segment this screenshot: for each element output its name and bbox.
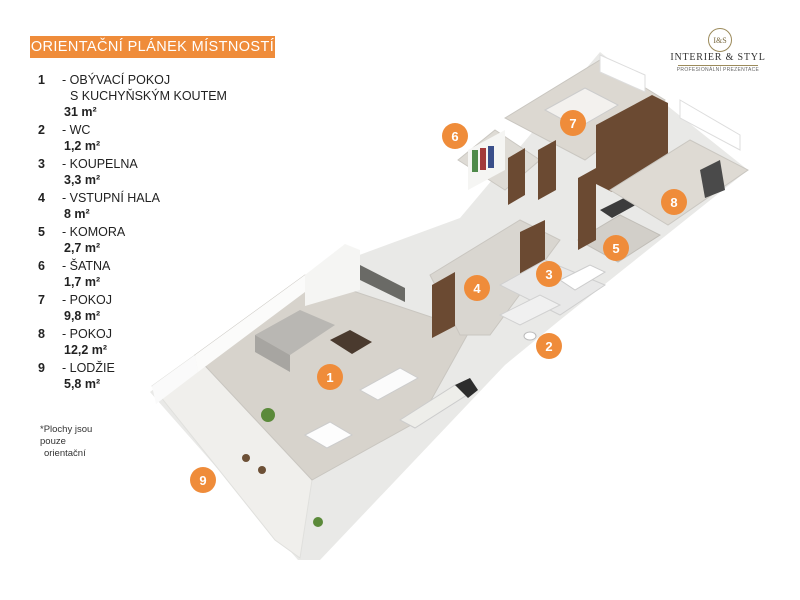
legend-room-name: - POKOJ (62, 327, 113, 341)
page-title: ORIENTAČNÍ PLÁNEK MÍSTNOSTÍ (30, 36, 275, 58)
legend-room-area: 3,3 m² (64, 173, 101, 187)
plant-icon (313, 517, 323, 527)
hall-door (432, 272, 455, 338)
badge-label: 7 (569, 116, 576, 131)
desk-chair (700, 160, 725, 198)
clothes-icon (488, 146, 494, 168)
legend-number: 1 (38, 73, 45, 87)
legend-room-area: 5,8 m² (64, 377, 101, 391)
room-badge-1: 1 (317, 364, 343, 390)
legend-room-area: 12,2 m² (64, 343, 108, 357)
legend-item-8: 8 - POKOJ 12,2 m² (38, 326, 238, 358)
legend-item-2: 2 - WC 1,2 m² (38, 122, 238, 154)
legend-item-5: 5 - KOMORA 2,7 m² (38, 224, 238, 256)
badge-label: 3 (545, 267, 552, 282)
loggia-floor (151, 354, 313, 559)
sofa-side (255, 335, 290, 372)
legend-item-1: 1 - OBÝVACÍ POKOJ S KUCHYŇSKÝM KOUTEM 31… (38, 72, 238, 120)
logo-tagline: PROFESIONÁLNÍ PREZENTACE (676, 67, 760, 73)
disclaimer-line: orientační (44, 448, 86, 459)
badge-label: 6 (451, 129, 458, 144)
wardrobe-wall (468, 130, 505, 190)
legend-room-name: - LODŽIE (62, 361, 115, 375)
toilet (523, 331, 537, 341)
legend-number: 4 (38, 191, 45, 205)
room-badge-6: 6 (442, 123, 468, 149)
legend-room-name: - OBÝVACÍ POKOJ (62, 73, 171, 87)
legend-room-name: - VSTUPNÍ HALA (62, 191, 160, 205)
legend-room-area: 8 m² (64, 207, 90, 221)
legend-room-area: 1,7 m² (64, 275, 101, 289)
room-badge-2: 2 (536, 333, 562, 359)
legend-room-area: 2,7 m² (64, 241, 101, 255)
room-badge-7: 7 (560, 110, 586, 136)
company-logo: I&S INTERIER & STYL PROFESIONÁLNÍ PREZEN… (668, 28, 768, 74)
legend-room-area: 31 m² (64, 105, 97, 119)
oven (455, 378, 478, 398)
legend-number: 2 (38, 123, 45, 137)
legend-number: 6 (38, 259, 45, 273)
badge-label: 9 (199, 473, 206, 488)
room-badge-3: 3 (536, 261, 562, 287)
legend-room-area: 9,8 m² (64, 309, 101, 323)
legend-room-name: - POKOJ (62, 293, 113, 307)
badge-label: 4 (473, 281, 481, 296)
badge-label: 8 (670, 195, 677, 210)
living-room-wall (305, 244, 360, 306)
legend-room-name: - KOMORA (62, 225, 126, 239)
legend-room-name: - ŠATNA (62, 259, 111, 273)
legend-item-9: 9 - LODŽIE 5,8 m² (38, 360, 238, 392)
area-disclaimer: *Plochy jsou pouze orientační (40, 424, 120, 460)
legend-room-name: - WC (62, 123, 91, 137)
logo-monogram-text: I&S (713, 36, 726, 45)
plant-icon (261, 408, 275, 422)
disclaimer-line: *Plochy jsou pouze (40, 424, 93, 447)
living-room-wall-front (195, 275, 305, 372)
logo-monogram-icon: I&S (708, 28, 732, 52)
wc-floor (498, 294, 562, 326)
room-badge-5: 5 (603, 235, 629, 261)
legend-number: 8 (38, 327, 45, 341)
legend-number: 3 (38, 157, 45, 171)
legend-item-3: 3 - KOUPELNA 3,3 m² (38, 156, 238, 188)
legend-room-name-continued: S KUCHYŇSKÝM KOUTEM (70, 89, 227, 103)
coffee-table (330, 330, 372, 354)
dining-table (303, 421, 354, 449)
logo-divider (678, 65, 758, 66)
bedroom-door (578, 168, 596, 250)
wardrobe-door (508, 148, 525, 205)
tv-cabinet (360, 265, 405, 302)
clothes-icon (480, 148, 486, 170)
bedroom-8-floor (609, 139, 749, 226)
legend-item-6: 6 - ŠATNA 1,7 m² (38, 258, 238, 290)
badge-label: 5 (612, 241, 619, 256)
legend-room-name: - KOUPELNA (62, 157, 138, 171)
room-legend: 1 - OBÝVACÍ POKOJ S KUCHYŇSKÝM KOUTEM 31… (38, 72, 238, 394)
kitchen-island (358, 367, 420, 401)
sofa (255, 310, 335, 355)
legend-room-area: 1,2 m² (64, 139, 101, 153)
room-badge-8: 8 (661, 189, 687, 215)
bathtub (559, 264, 607, 291)
legend-item-7: 7 - POKOJ 9,8 m² (38, 292, 238, 324)
loggia-chair (258, 466, 266, 474)
clothes-icon (472, 150, 478, 172)
room-badge-9: 9 (190, 467, 216, 493)
room-badge-4: 4 (464, 275, 490, 301)
legend-item-4: 4 - VSTUPNÍ HALA 8 m² (38, 190, 238, 222)
badge-label: 1 (326, 370, 333, 385)
logo-name: INTERIER & STYL (670, 52, 766, 63)
legend-number: 5 (38, 225, 45, 239)
legend-number: 7 (38, 293, 45, 307)
window-icon (679, 99, 741, 151)
legend-number: 9 (38, 361, 45, 375)
bedroom-door (538, 140, 556, 200)
badge-label: 2 (545, 339, 552, 354)
loggia-railing (152, 355, 198, 404)
window-icon (599, 54, 646, 93)
loggia-chair (242, 454, 250, 462)
